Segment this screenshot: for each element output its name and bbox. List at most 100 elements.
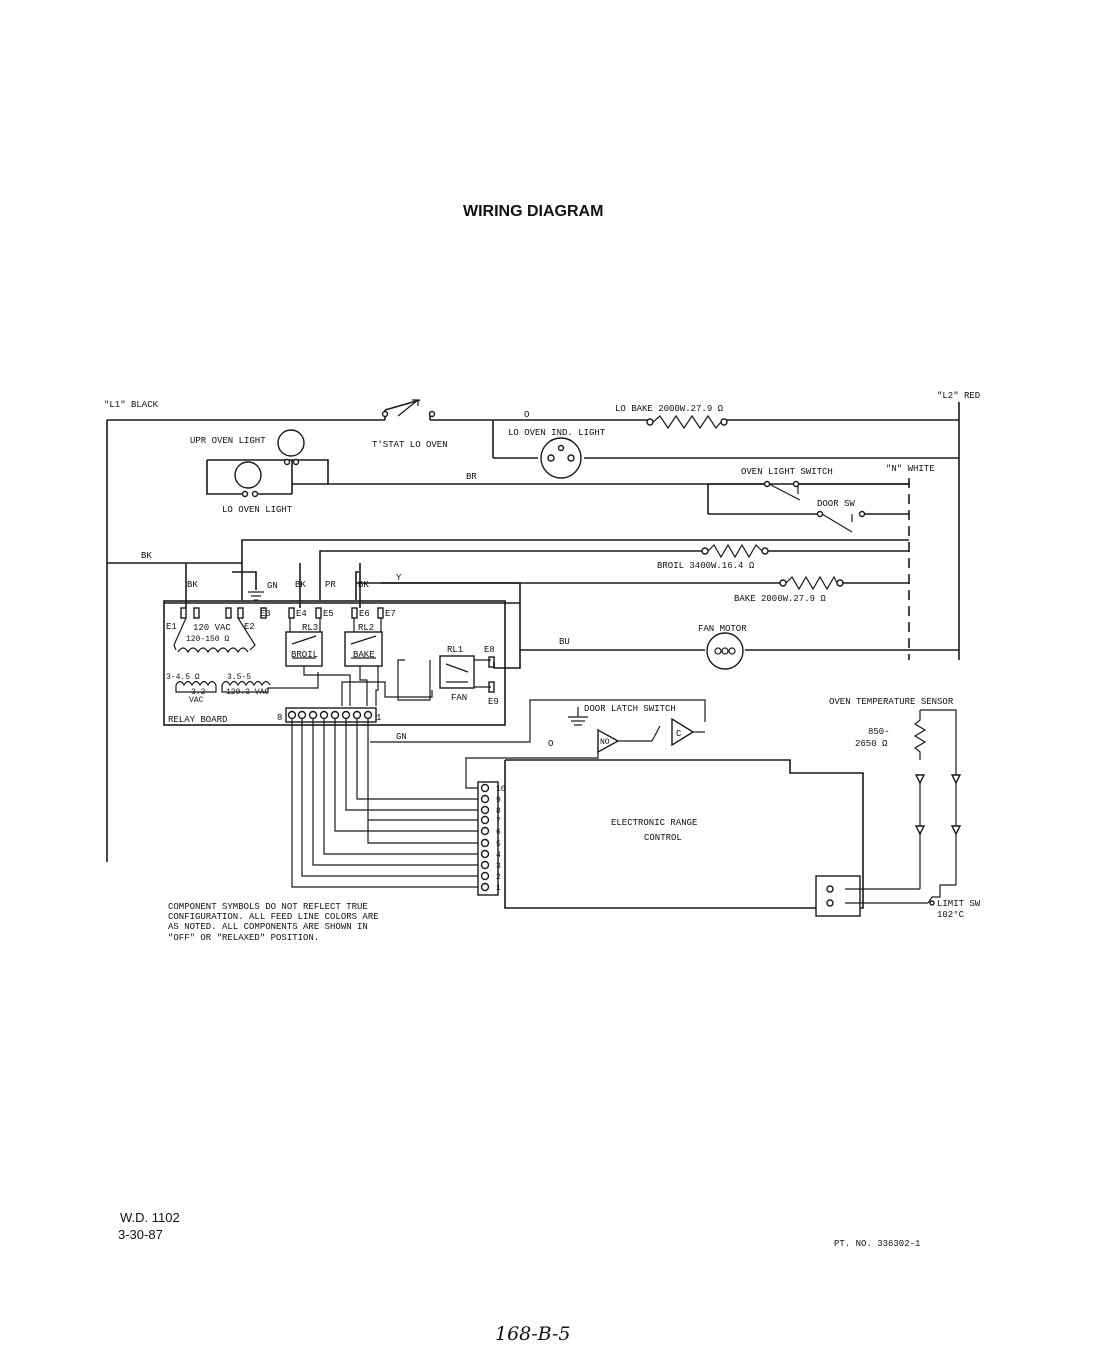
broil-relay-label: BROIL bbox=[291, 650, 318, 660]
harness-wiring bbox=[291, 699, 706, 888]
secondary-right-v: 120.3 VAC bbox=[226, 688, 269, 697]
note-line-1: COMPONENT SYMBOLS DO NOT REFLECT TRUE bbox=[168, 902, 368, 912]
control-pin-header bbox=[477, 781, 499, 896]
rl1-label: RL1 bbox=[447, 645, 463, 655]
terminal-e6: E6 bbox=[359, 609, 370, 619]
sensor-connector bbox=[815, 875, 928, 917]
supply-rails bbox=[106, 402, 960, 862]
rl3-broil-relay bbox=[285, 631, 323, 667]
transformer-voltage: 120 VAC bbox=[193, 623, 231, 633]
pin-6: 6 bbox=[496, 828, 501, 837]
sensor-res-line1: 850- bbox=[868, 727, 890, 737]
pin-10: 10 bbox=[496, 785, 506, 794]
oven-light-switch-symbol bbox=[707, 480, 909, 514]
secondary-left-v1: 3.2 bbox=[191, 688, 206, 697]
wire-o-latch-label: O bbox=[548, 739, 553, 749]
note-line-3: AS NOTED. ALL COMPONENTS ARE SHOWN IN bbox=[168, 922, 368, 932]
bake-label: BAKE 2000W.27.9 Ω bbox=[734, 594, 826, 604]
sensor-res-line2: 2650 Ω bbox=[855, 739, 888, 749]
c-contact-label: C bbox=[676, 729, 682, 739]
note-line-2: CONFIGURATION. ALL FEED LINE COLORS ARE bbox=[168, 912, 379, 922]
note-line-4: "OFF" OR "RELAXED" POSITION. bbox=[168, 933, 319, 943]
limit-sw-label: LIMIT SW bbox=[937, 899, 981, 909]
wire-bu-label: BU bbox=[559, 637, 570, 647]
connector-1-label: 1 bbox=[376, 713, 381, 723]
relay-internal-wiring bbox=[289, 618, 491, 706]
door-sw-label: DOOR SW bbox=[817, 499, 855, 509]
terminal-e2: E2 bbox=[244, 622, 255, 632]
pin-2: 2 bbox=[496, 873, 501, 882]
bake-element-symbol bbox=[779, 575, 844, 591]
connector-8-label: 8 bbox=[277, 713, 282, 723]
terminal-e3: E3 bbox=[260, 609, 271, 619]
pin-4: 4 bbox=[496, 851, 501, 860]
upr-oven-light-label: UPR OVEN LIGHT bbox=[190, 436, 266, 446]
lo-oven-light-symbol bbox=[234, 461, 262, 498]
transformer-resistance: 120-150 Ω bbox=[186, 635, 229, 644]
terminal-e8: E8 bbox=[484, 645, 495, 655]
broil-label: BROIL 3400W.16.4 Ω bbox=[657, 561, 755, 571]
rl2-bake-relay bbox=[344, 631, 383, 667]
lo-bake-element-symbol bbox=[646, 414, 728, 430]
terminal-e7: E7 bbox=[385, 609, 396, 619]
rl2-label: RL2 bbox=[358, 623, 374, 633]
door-latch-ground-symbol bbox=[568, 707, 588, 726]
top-line-wiring bbox=[107, 399, 959, 459]
limit-temp-label: 102°C bbox=[937, 910, 965, 920]
fan-motor-wiring bbox=[493, 649, 959, 669]
transformer-symbol bbox=[173, 617, 256, 654]
handwritten-code: 168-B-5 bbox=[495, 1323, 571, 1345]
wd-date: 3-30-87 bbox=[118, 1227, 163, 1242]
tstat-label: T'STAT LO OVEN bbox=[372, 440, 448, 450]
broil-bake-wiring bbox=[107, 539, 909, 650]
l1-label: "L1" BLACK bbox=[104, 400, 159, 410]
fan-relay-label: FAN bbox=[451, 693, 467, 703]
oven-temperature-sensor-symbol bbox=[913, 709, 962, 906]
fan-motor-label: FAN MOTOR bbox=[698, 624, 747, 634]
l2-label: "L2" RED bbox=[937, 391, 980, 401]
pin-3: 3 bbox=[496, 862, 501, 871]
door-latch-switch-label: DOOR LATCH SWITCH bbox=[584, 704, 676, 714]
wire-bk1-label: BK bbox=[187, 580, 198, 590]
terminal-e9: E9 bbox=[488, 697, 499, 707]
erc-label-line2: CONTROL bbox=[644, 833, 682, 843]
gn-tag-label: GN bbox=[267, 581, 278, 591]
diagram-title: WIRING DIAGRAM bbox=[463, 203, 603, 220]
upr-oven-light-symbol bbox=[277, 429, 305, 466]
part-number: PT. NO. 336302-1 bbox=[834, 1239, 920, 1249]
relay-board-connector bbox=[285, 707, 377, 723]
pin-9: 9 bbox=[496, 796, 501, 805]
pin-5: 5 bbox=[496, 840, 501, 849]
bake-relay-label: BAKE bbox=[353, 650, 375, 660]
relay-board-feeds bbox=[185, 563, 361, 608]
wd-number: W.D. 1102 bbox=[120, 1210, 180, 1225]
pin-8: 8 bbox=[496, 807, 501, 816]
rl1-fan-relay bbox=[439, 655, 475, 689]
oven-light-switch-label: OVEN LIGHT SWITCH bbox=[741, 467, 833, 477]
wire-o-top-label: O bbox=[524, 410, 529, 420]
lo-bake-label: LO BAKE 2000W.27.9 Ω bbox=[615, 404, 724, 414]
wire-bk3-label: BK bbox=[358, 580, 369, 590]
pin-1: 1 bbox=[496, 884, 501, 893]
secondary-left-res: 3-4.5 Ω bbox=[166, 673, 200, 682]
ground-symbol bbox=[232, 571, 264, 601]
wire-bk2-label: BK bbox=[295, 580, 306, 590]
wire-y-label: Y bbox=[396, 573, 402, 583]
erc-label-line1: ELECTRONIC RANGE bbox=[611, 818, 697, 828]
door-latch-switch-symbol bbox=[597, 717, 705, 754]
terminal-e5: E5 bbox=[323, 609, 334, 619]
electronic-range-control-box bbox=[504, 759, 864, 909]
fan-motor-symbol bbox=[706, 632, 744, 670]
wire-bk-left-label: BK bbox=[141, 551, 152, 561]
lo-oven-light-label: LO OVEN LIGHT bbox=[222, 505, 293, 515]
n-label: "N" WHITE bbox=[886, 464, 935, 474]
rl3-label: RL3 bbox=[302, 623, 318, 633]
terminal-e1: E1 bbox=[166, 622, 177, 632]
broil-element-symbol bbox=[701, 543, 769, 559]
wire-br-label: BR bbox=[466, 472, 477, 482]
no-contact-label: NO bbox=[600, 738, 610, 747]
relay-board-label: RELAY BOARD bbox=[168, 715, 227, 725]
terminal-e4: E4 bbox=[296, 609, 307, 619]
secondary-right-res: 3.5-5 bbox=[227, 673, 251, 682]
